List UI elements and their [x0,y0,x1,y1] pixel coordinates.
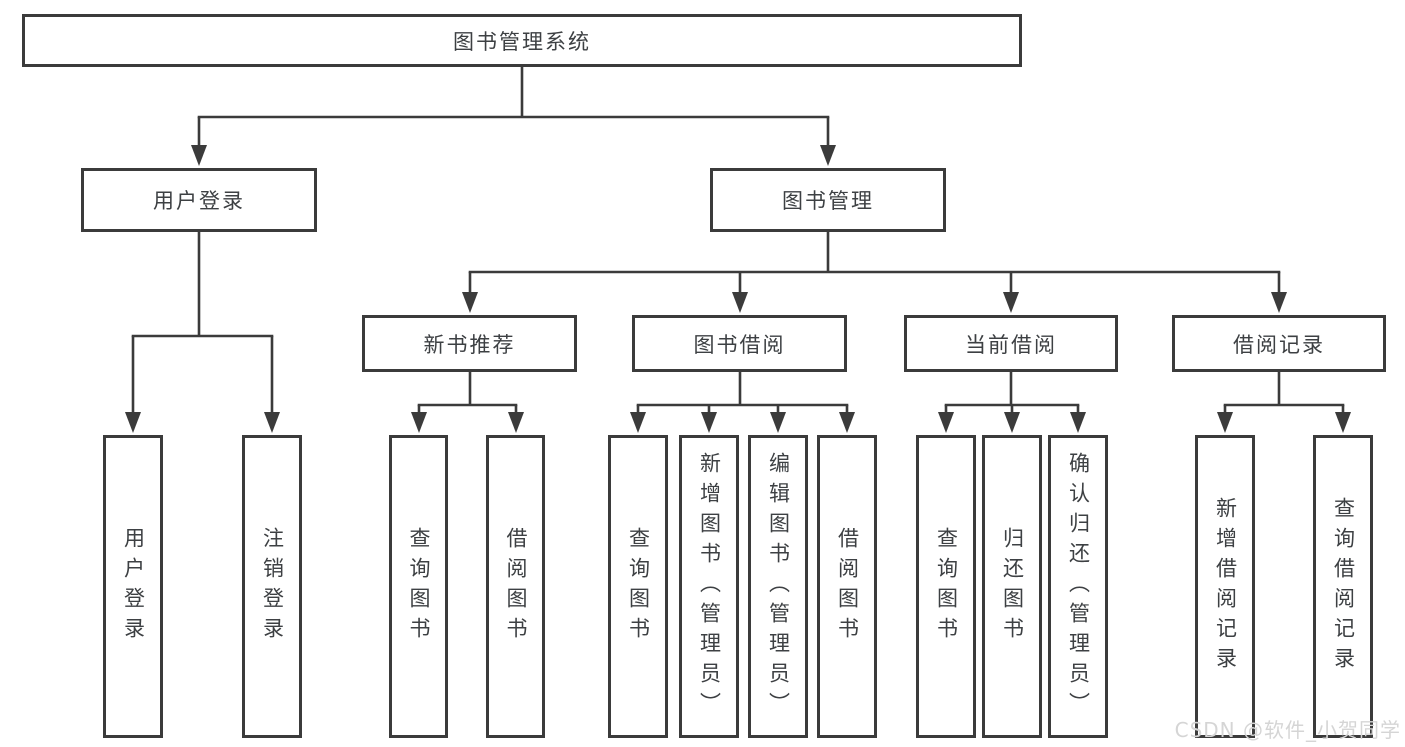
leaf-query-books-current: 查询图书 [916,435,976,738]
watermark: CSDN @软件_小贺同学 [1174,718,1401,742]
leaf-query-books-recommend: 查询图书 [389,435,448,738]
node-book-borrow: 图书借阅 [632,315,847,372]
leaf-add-books-admin: 新增图书（管理员） [679,435,739,738]
leaf-logout: 注销登录 [242,435,302,738]
node-current-borrow: 当前借阅 [904,315,1118,372]
leaf-query-books-borrow: 查询图书 [608,435,668,738]
leaf-borrow-books: 借阅图书 [817,435,877,738]
leaf-return-books: 归还图书 [982,435,1042,738]
leaf-user-login: 用户登录 [103,435,163,738]
node-new-book-recommend: 新书推荐 [362,315,577,372]
arrowhead-icons [125,145,1351,433]
leaf-query-borrow-record: 查询借阅记录 [1313,435,1373,738]
node-user-login: 用户登录 [81,168,317,232]
node-root-library-system: 图书管理系统 [22,14,1022,67]
node-borrow-records: 借阅记录 [1172,315,1386,372]
leaf-borrow-books-recommend: 借阅图书 [486,435,545,738]
leaf-edit-books-admin: 编辑图书（管理员） [748,435,808,738]
leaf-confirm-return-admin: 确认归还（管理员） [1048,435,1108,738]
node-book-management: 图书管理 [710,168,946,232]
leaf-add-borrow-record: 新增借阅记录 [1195,435,1255,738]
